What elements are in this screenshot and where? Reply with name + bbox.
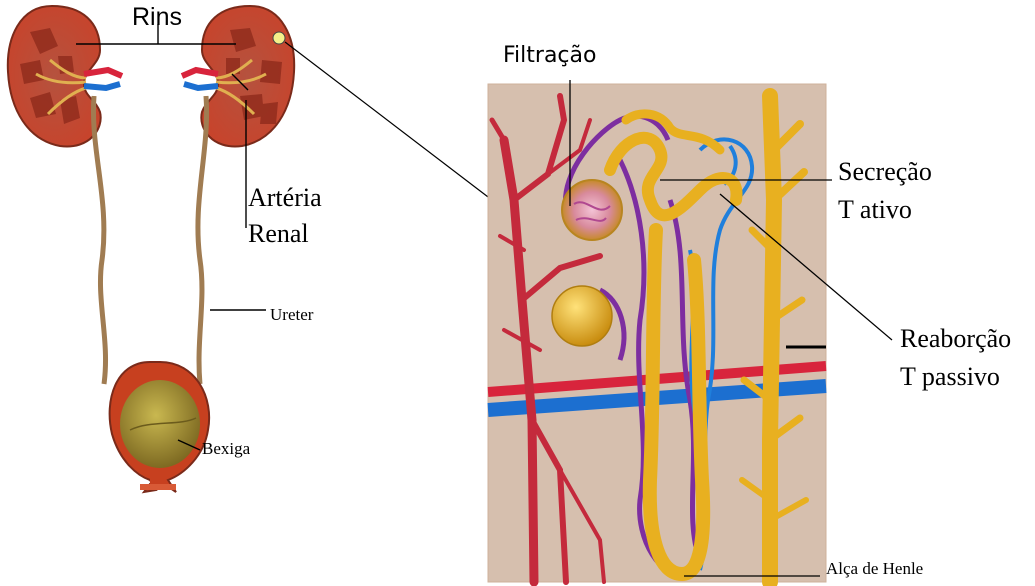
label-t-passivo: T passivo xyxy=(900,363,1000,390)
ureters xyxy=(93,96,206,384)
label-arteria: Artéria xyxy=(248,184,322,211)
left-kidney xyxy=(8,6,122,146)
glomerulus xyxy=(562,180,622,240)
renal-corpuscle xyxy=(552,286,612,346)
zoom-line xyxy=(285,42,492,200)
label-filtracao: Filtração xyxy=(503,44,596,67)
label-ureter: Ureter xyxy=(270,306,313,324)
label-alca-de-henle: Alça de Henle xyxy=(826,560,923,578)
label-renal: Renal xyxy=(248,220,309,247)
right-kidney xyxy=(182,6,294,146)
label-secrecao: Secreção xyxy=(838,158,932,185)
bladder xyxy=(110,362,210,492)
label-bexiga: Bexiga xyxy=(202,440,250,458)
zoom-marker xyxy=(273,32,285,44)
nephron-panel xyxy=(488,84,826,582)
label-t-ativo: T ativo xyxy=(838,196,912,223)
label-reaborcao: Reaborção xyxy=(900,325,1011,352)
label-rins: Rins xyxy=(132,4,182,30)
